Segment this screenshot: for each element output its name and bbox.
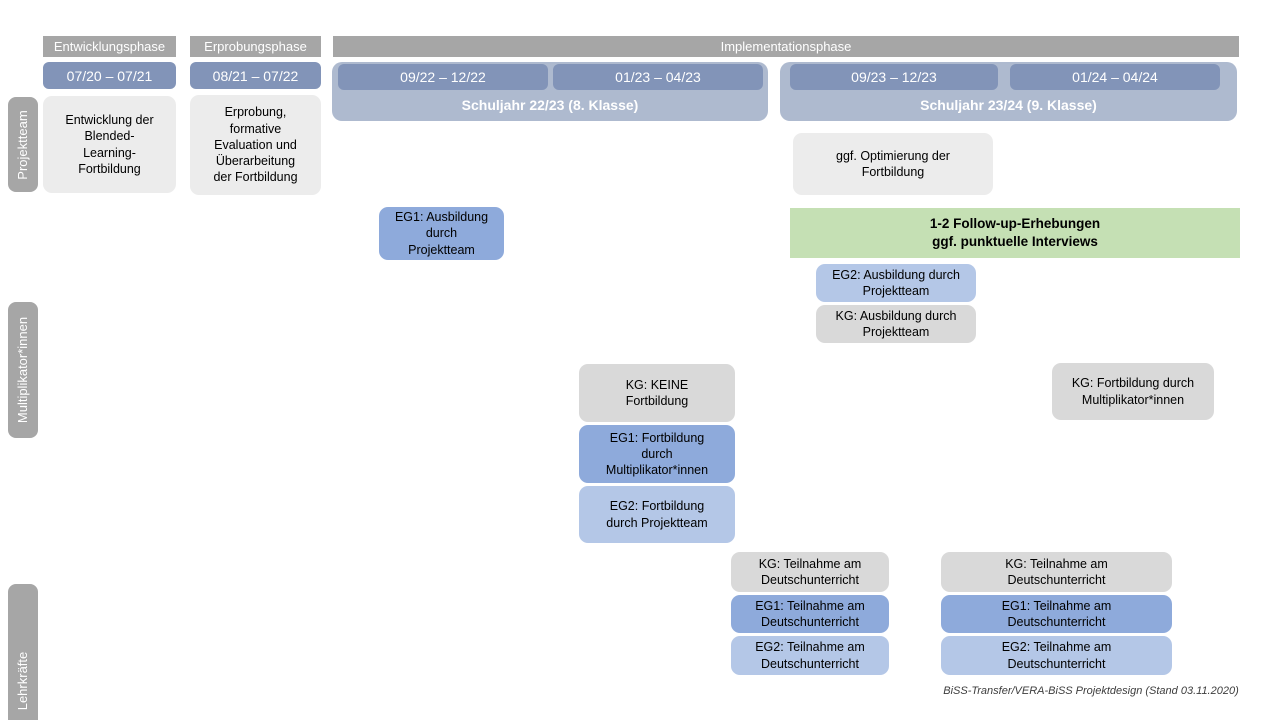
date-range-0123-0423: 01/23 – 04/23	[553, 64, 763, 90]
date-range-0124-0424: 01/24 – 04/24	[1010, 64, 1220, 90]
phase-header-erprobungsphase: Erprobungsphase	[190, 36, 321, 57]
row-label-multiplikatorinnen-text: Multiplikator*innen	[15, 316, 31, 424]
phase-header-implementationsphase: Implementationsphase	[333, 36, 1239, 57]
box-kg-ausbildung-projektteam: KG: Ausbildung durch Projektteam	[816, 305, 976, 343]
box-kg-keine-fortbildung: KG: KEINE Fortbildung	[579, 364, 735, 422]
row-label-projektteam-text: Projektteam	[15, 109, 31, 180]
box-eg2-ausbildung-projektteam: EG2: Ausbildung durch Projektteam	[816, 264, 976, 302]
date-range-0922-1222: 09/22 – 12/22	[338, 64, 548, 90]
box-entwicklung-fortbildung: Entwicklung der Blended- Learning- Fortb…	[43, 96, 176, 193]
row-label-projektteam: Projektteam	[8, 97, 38, 192]
date-range-0821-0722: 08/21 – 07/22	[190, 62, 321, 89]
box-erprobung-evaluation: Erprobung, formative Evaluation und Über…	[190, 95, 321, 195]
box-ggf-optimierung: ggf. Optimierung der Fortbildung	[793, 133, 993, 195]
date-range-0720-0721: 07/20 – 07/21	[43, 62, 176, 89]
box-followup-erhebungen: 1-2 Follow-up-Erhebungen ggf. punktuelle…	[790, 208, 1240, 258]
box-eg2-fortbildung-projektteam: EG2: Fortbildung durch Projektteam	[579, 486, 735, 543]
box-eg2-teilnahme-2: EG2: Teilnahme am Deutschunterricht	[941, 636, 1172, 675]
box-eg2-teilnahme-1: EG2: Teilnahme am Deutschunterricht	[731, 636, 889, 675]
box-kg-fortbildung-multiplikatorinnen: KG: Fortbildung durch Multiplikator*inne…	[1052, 363, 1214, 420]
row-label-lehrkraefte-text: Lehrkräfte	[15, 651, 31, 711]
box-kg-teilnahme-1: KG: Teilnahme am Deutschunterricht	[731, 552, 889, 592]
box-eg1-ausbildung-projektteam: EG1: Ausbildung durch Projektteam	[379, 207, 504, 260]
date-range-0923-1223: 09/23 – 12/23	[790, 64, 998, 90]
row-label-multiplikatorinnen: Multiplikator*innen	[8, 302, 38, 438]
slide-caption: BiSS-Transfer/VERA-BiSS Projektdesign (S…	[943, 685, 1239, 697]
box-kg-teilnahme-2: KG: Teilnahme am Deutschunterricht	[941, 552, 1172, 592]
box-eg1-teilnahme-2: EG1: Teilnahme am Deutschunterricht	[941, 595, 1172, 633]
phase-header-entwicklungsphase: Entwicklungsphase	[43, 36, 176, 57]
row-label-lehrkraefte: Lehrkräfte	[8, 584, 38, 720]
box-eg1-teilnahme-1: EG1: Teilnahme am Deutschunterricht	[731, 595, 889, 633]
box-eg1-fortbildung-multiplikatorinnen: EG1: Fortbildung durch Multiplikator*inn…	[579, 425, 735, 483]
